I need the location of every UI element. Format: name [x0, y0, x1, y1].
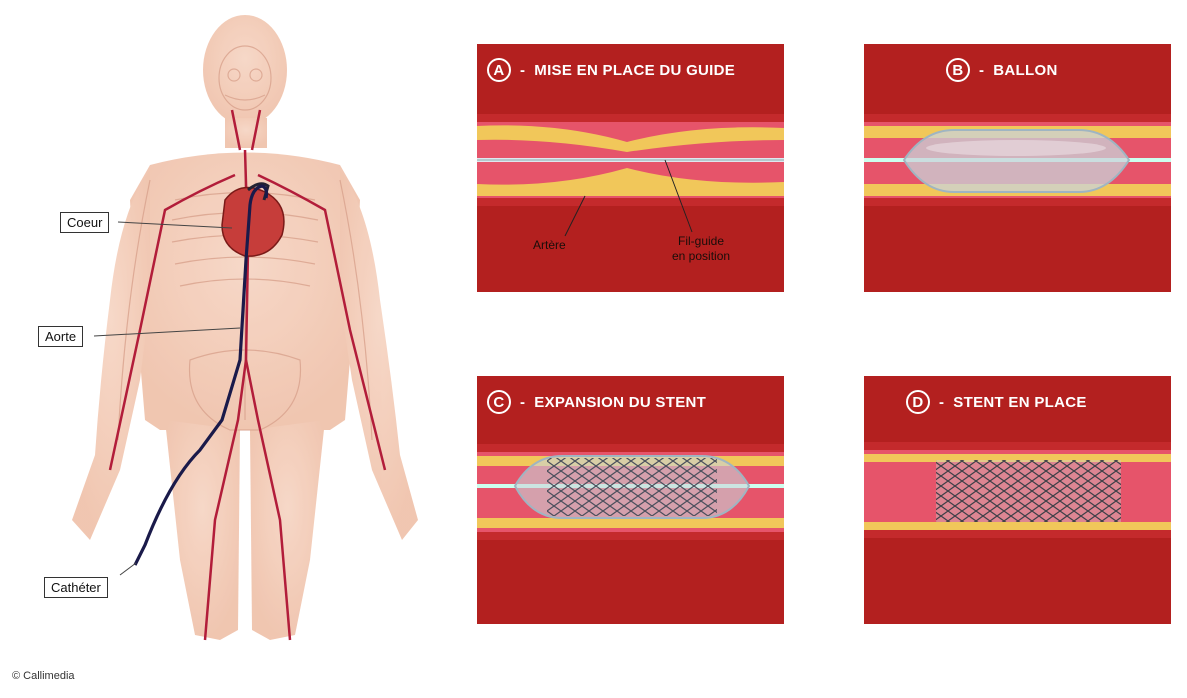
- panel-a-title-text: MISE EN PLACE DU GUIDE: [534, 62, 735, 79]
- panel-a-badge: A: [487, 58, 511, 82]
- copyright-notice: © Callimedia: [12, 670, 75, 682]
- panel-a-guidewire: A - MISE EN PLACE DU GUIDE Artère Fil-gu…: [477, 44, 784, 292]
- panel-a-title: A - MISE EN PLACE DU GUIDE: [487, 58, 794, 82]
- panel-c-badge: C: [487, 390, 511, 414]
- panel-d-badge: D: [906, 390, 930, 414]
- panel-b-badge: B: [946, 58, 970, 82]
- panel-c-title: C - EXPANSION DU STENT: [487, 390, 794, 414]
- panel-c-stent-expansion: C - EXPANSION DU STENT: [477, 376, 784, 624]
- callout-heart: Coeur: [60, 212, 109, 233]
- panel-d-stent-in-place: D - STENT EN PLACE: [864, 376, 1171, 624]
- callout-catheter: Cathéter: [44, 577, 108, 598]
- callout-aorta: Aorte: [38, 326, 83, 347]
- panel-b-balloon: B - BALLON: [864, 44, 1171, 292]
- panel-b-title: B - BALLON: [946, 58, 1187, 82]
- panel-b-title-text: BALLON: [993, 62, 1057, 79]
- panel-d-title-text: STENT EN PLACE: [953, 394, 1086, 411]
- panel-c-title-text: EXPANSION DU STENT: [534, 394, 706, 411]
- label-artery: Artère: [533, 238, 566, 253]
- panel-d-title: D - STENT EN PLACE: [906, 390, 1187, 414]
- label-guidewire: Fil-guide en position: [672, 234, 730, 264]
